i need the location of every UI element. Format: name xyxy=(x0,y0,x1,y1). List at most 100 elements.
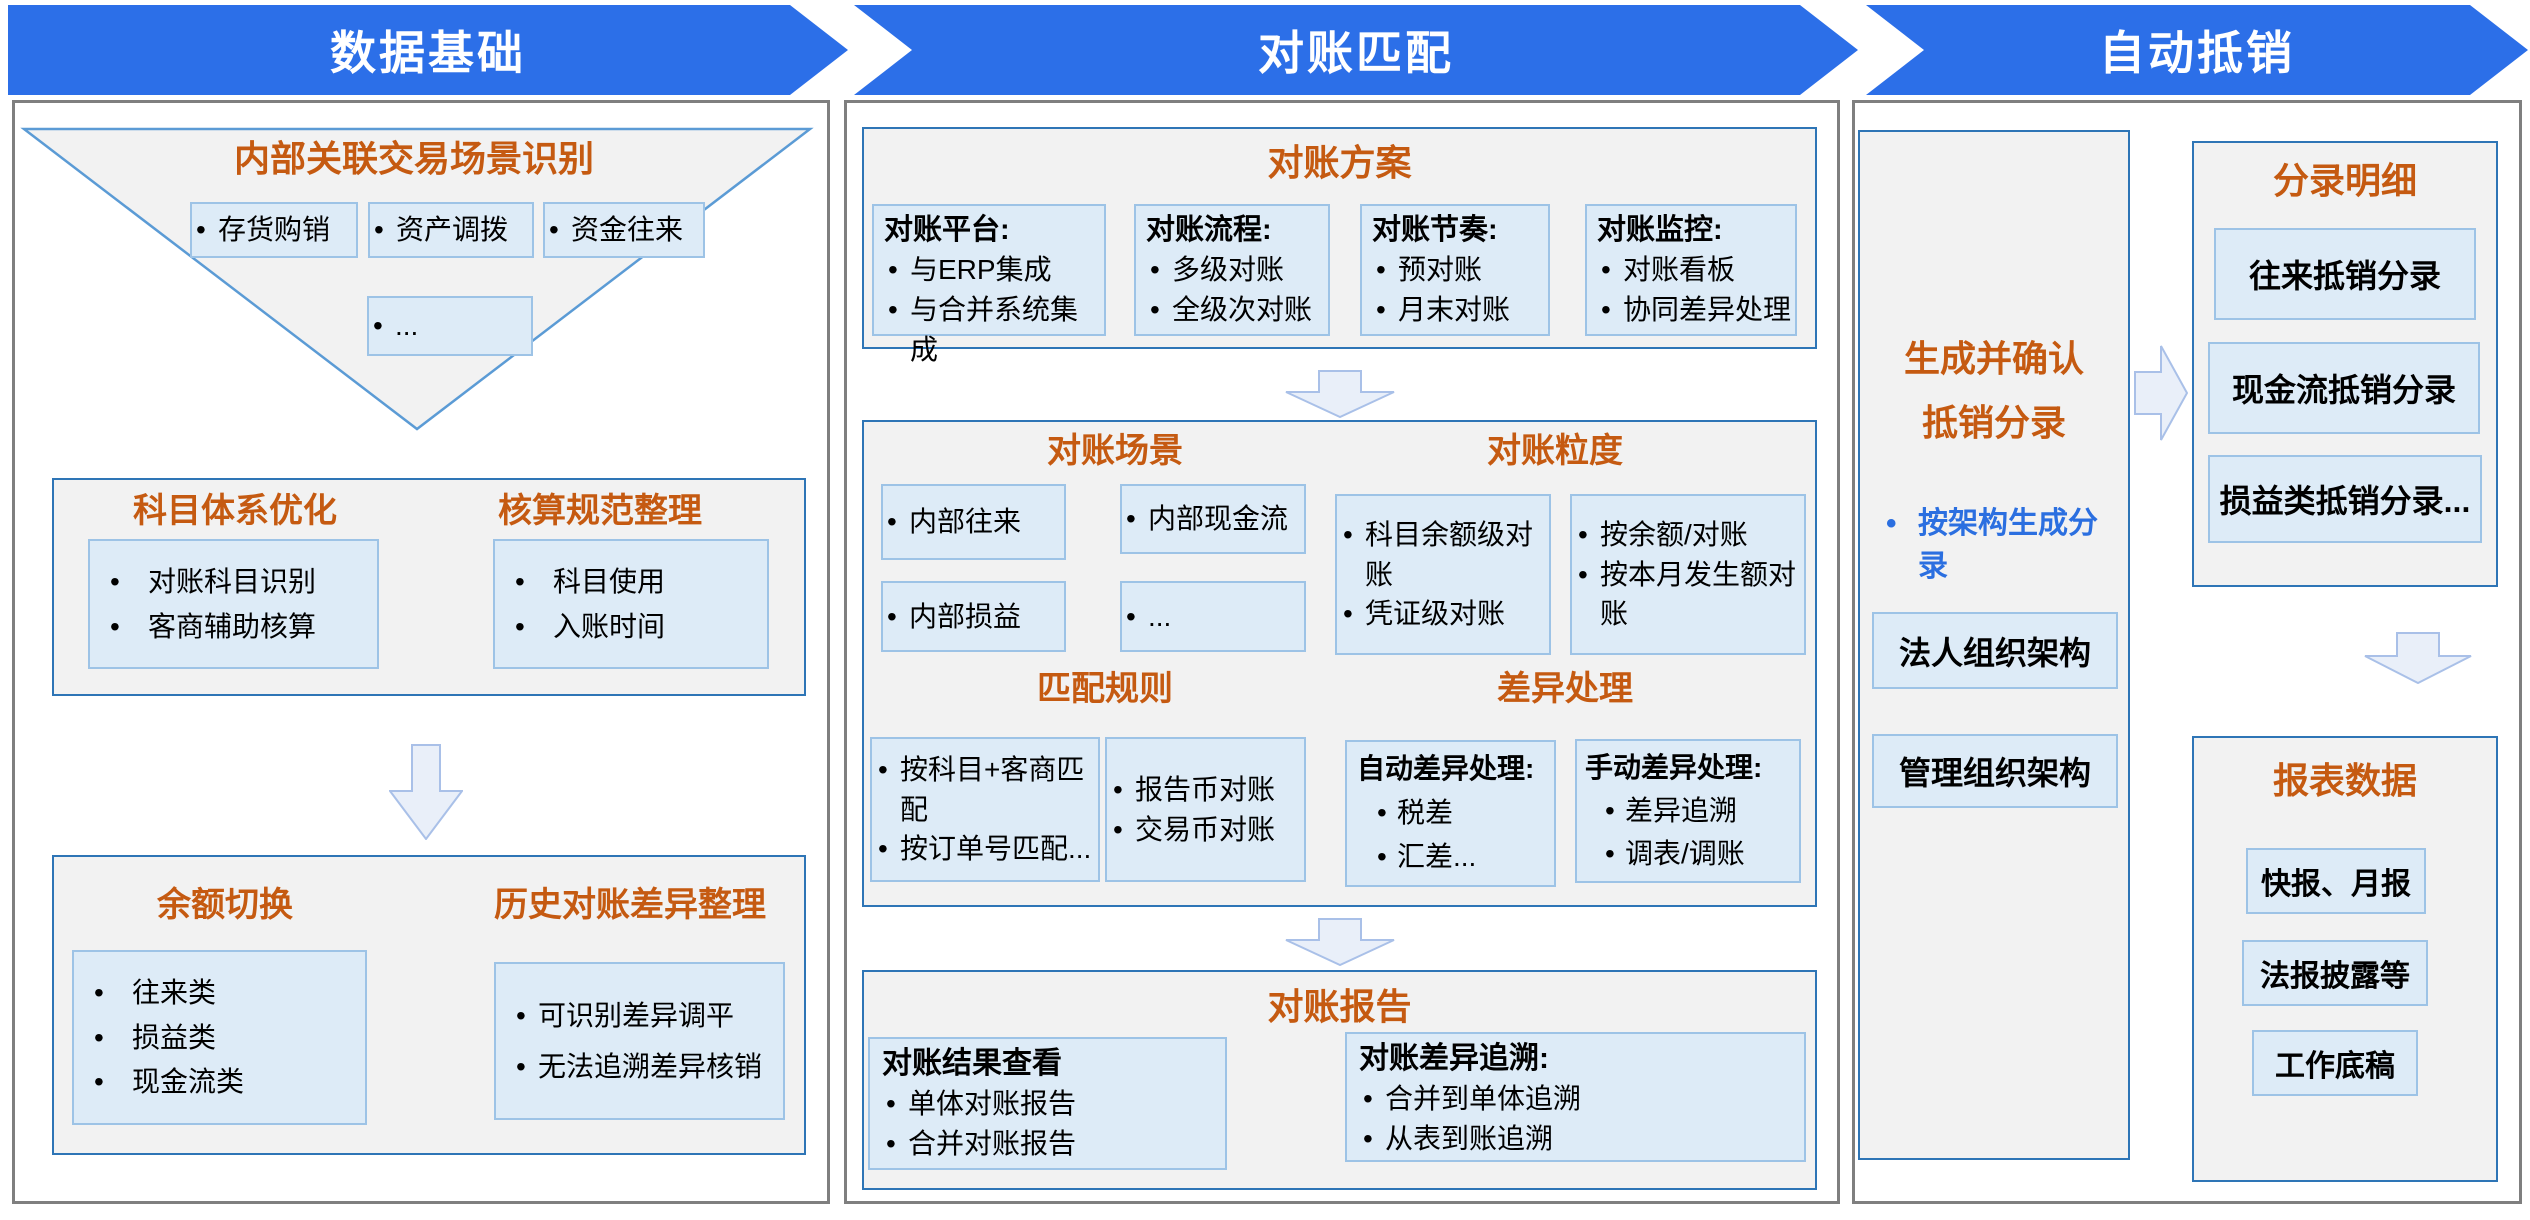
list-item: 从表到账追溯 xyxy=(1359,1119,1804,1159)
management-org-box: 管理组织架构 xyxy=(1872,734,2118,808)
down-arrow-icon xyxy=(1285,918,1395,966)
balance-switch-title: 余额切换 xyxy=(157,886,293,924)
list-item: 按订单号匹配... xyxy=(874,829,1096,869)
entry-box: 损益类抵销分录... xyxy=(2208,455,2482,543)
generate-title-line2: 抵销分录 xyxy=(1921,402,2066,443)
down-arrow-icon xyxy=(1285,370,1395,418)
header-label: 自动抵销 xyxy=(2099,27,2295,79)
subject-system-title: 科目体系优化 xyxy=(133,492,337,530)
box-label: 快报、月报 xyxy=(2261,868,2411,901)
granularity-box: 按余额/对账 按本月发生额对账 xyxy=(1570,494,1806,655)
box-heading: 对账平台: xyxy=(884,214,1010,246)
header-stage-data-foundation: 数据基础 xyxy=(8,5,848,95)
granularity-box: 科目余额级对账 凭证级对账 xyxy=(1335,494,1551,655)
list-item: 合并对账报告 xyxy=(882,1124,1225,1164)
box-label: 往来抵销分录 xyxy=(2248,258,2441,294)
list-item: 内部往来 xyxy=(883,502,1064,542)
generate-title-line1: 生成并确认 xyxy=(1903,338,2084,379)
box-heading: 对账节奏: xyxy=(1372,214,1498,246)
box-label: 法人组织架构 xyxy=(1898,634,2091,671)
reconciliation-plan-title: 对账方案 xyxy=(1267,142,1412,183)
list-item: 科目使用 xyxy=(495,562,767,602)
list-item: 现金流类 xyxy=(74,1062,365,1102)
matching-rules-title: 匹配规则 xyxy=(1037,670,1173,708)
plan-rhythm-box: 对账节奏: 预对账 月末对账 xyxy=(1360,204,1550,336)
list-item: 入账时间 xyxy=(495,607,767,647)
report-result-box: 对账结果查看 单体对账报告 合并对账报告 xyxy=(868,1037,1227,1170)
subject-system-box: 对账科目识别 客商辅助核算 xyxy=(88,539,379,669)
list-item: 内部现金流 xyxy=(1122,499,1304,539)
list-item: 损益类 xyxy=(74,1018,365,1058)
list-item: 无法追溯差异核销 xyxy=(496,1047,783,1087)
list-item: 差异追溯 xyxy=(1585,791,1799,831)
list-item: 报告币对账 xyxy=(1109,770,1302,810)
report-box: 快报、月报 xyxy=(2246,848,2426,914)
box-label: 工作底稿 xyxy=(2275,1050,2395,1083)
box-heading: 手动差异处理: xyxy=(1585,751,1763,783)
plan-monitor-box: 对账监控: 对账看板 协同差异处理 xyxy=(1585,204,1797,336)
rules-box: 按科目+客商匹配 按订单号匹配... xyxy=(870,737,1100,882)
box-label: 管理组织架构 xyxy=(1898,755,2091,791)
list-item: 汇差... xyxy=(1357,837,1554,877)
list-item: 按余额/对账 xyxy=(1574,515,1802,555)
down-arrow-icon xyxy=(2364,632,2472,684)
balance-switch-box: 往来类 损益类 现金流类 xyxy=(72,950,367,1125)
list-item: 客商辅助核算 xyxy=(90,607,377,647)
box-heading: 自动差异处理: xyxy=(1357,753,1535,785)
funnel-item: 资金往来 xyxy=(545,210,703,250)
reconciliation-report-title: 对账报告 xyxy=(1267,986,1412,1027)
funnel-title: 内部关联交易场景识别 xyxy=(233,138,594,179)
list-item: 科目余额级对账 xyxy=(1339,515,1547,595)
list-item: 单体对账报告 xyxy=(882,1084,1225,1124)
box-label: 损益类抵销分录... xyxy=(2219,483,2471,519)
list-item: 内部损益 xyxy=(883,597,1064,637)
down-arrow-icon xyxy=(389,744,463,840)
list-item: 全级次对账 xyxy=(1146,290,1328,330)
auto-diff-box: 自动差异处理: 税差 汇差... xyxy=(1345,740,1556,887)
list-item: 多级对账 xyxy=(1146,250,1328,290)
box-label: 法报披露等 xyxy=(2260,960,2410,993)
history-diff-box: 可识别差异调平 无法追溯差异核销 xyxy=(494,962,785,1120)
scene-box: 内部现金流 xyxy=(1120,484,1306,554)
entry-box: 现金流抵销分录 xyxy=(2208,342,2480,434)
rules-box: 报告币对账 交易币对账 xyxy=(1105,737,1306,882)
right-arrow-icon xyxy=(2134,345,2188,441)
list-item: 月末对账 xyxy=(1372,290,1548,330)
funnel-item: 资产调拨 xyxy=(370,210,532,250)
accounting-standard-box: 科目使用 入账时间 xyxy=(493,539,769,669)
legal-org-box: 法人组织架构 xyxy=(1872,612,2118,689)
header-label: 对账匹配 xyxy=(1258,27,1454,79)
list-item: 调表/调账 xyxy=(1585,834,1799,874)
scene-box: 内部损益 xyxy=(881,581,1066,652)
box-heading: 对账监控: xyxy=(1597,214,1723,246)
report-box: 法报披露等 xyxy=(2242,940,2428,1006)
funnel-item: 存货购销 xyxy=(192,210,356,250)
list-item: 合并到单体追溯 xyxy=(1359,1079,1804,1119)
list-item: 协同差异处理 xyxy=(1597,290,1795,330)
list-item: 对账科目识别 xyxy=(90,562,377,602)
list-item: 可识别差异调平 xyxy=(496,996,783,1036)
list-item: 预对账 xyxy=(1372,250,1548,290)
funnel-item-box: ... xyxy=(367,296,533,356)
funnel-item: ... xyxy=(369,306,531,346)
scene-box: ... xyxy=(1120,581,1306,652)
list-item: 税差 xyxy=(1357,793,1554,833)
list-item: 按本月发生额对账 xyxy=(1574,555,1802,635)
box-label: 现金流抵销分录 xyxy=(2231,372,2456,408)
list-item: 对账看板 xyxy=(1597,250,1795,290)
granularity-title: 对账粒度 xyxy=(1487,432,1623,470)
funnel-item-box: 资金往来 xyxy=(543,202,705,258)
report-box: 工作底稿 xyxy=(2252,1030,2418,1096)
entry-box: 往来抵销分录 xyxy=(2214,228,2476,320)
header-label: 数据基础 xyxy=(330,27,526,79)
list-item: 按科目+客商匹配 xyxy=(874,750,1096,830)
funnel-item-box: 存货购销 xyxy=(190,202,358,258)
manual-diff-box: 手动差异处理: 差异追溯 调表/调账 xyxy=(1575,739,1801,883)
accounting-standard-title: 核算规范整理 xyxy=(498,492,702,530)
report-data-title: 报表数据 xyxy=(2272,760,2417,801)
entry-detail-title: 分录明细 xyxy=(2272,160,2417,201)
box-heading: 对账结果查看 xyxy=(882,1047,1062,1080)
plan-process-box: 对账流程: 多级对账 全级次对账 xyxy=(1134,204,1330,336)
list-item: 与合并系统集成 xyxy=(884,290,1104,370)
report-trace-box: 对账差异追溯: 合并到单体追溯 从表到账追溯 xyxy=(1345,1032,1806,1162)
